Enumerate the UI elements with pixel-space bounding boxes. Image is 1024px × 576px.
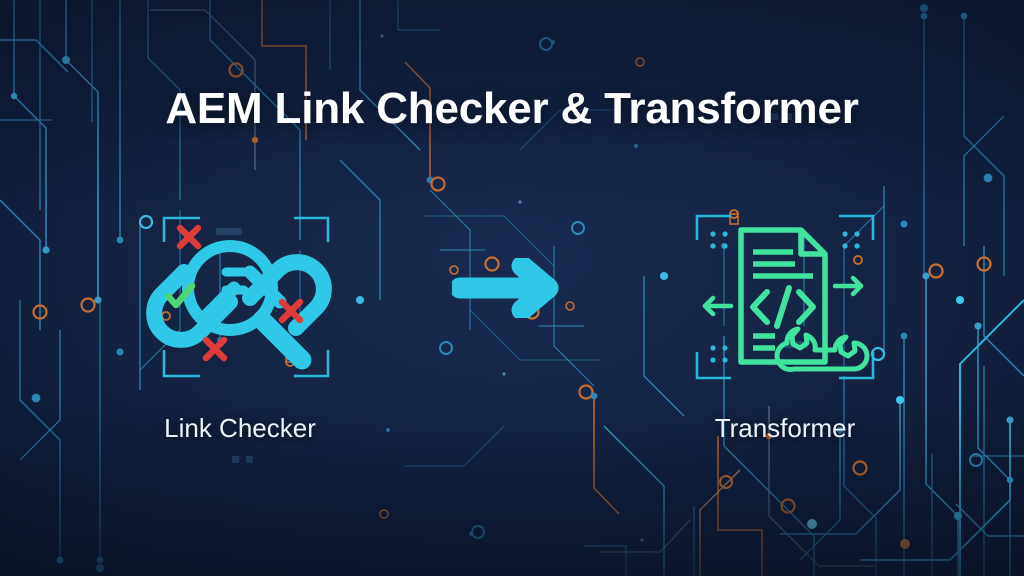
arrow-right-icon	[449, 255, 559, 321]
dot-grid-top-right	[842, 231, 860, 249]
magnifier-inner-glyph	[221, 267, 249, 295]
dot-grid-top-left	[710, 231, 728, 249]
corner-bracket-frame	[162, 216, 330, 378]
code-glyph	[750, 285, 816, 329]
corner-bracket-frame	[695, 214, 875, 380]
document-text-lines	[753, 249, 813, 279]
check-mark	[164, 282, 196, 309]
link-checker-block: Link Checker	[130, 210, 350, 444]
arrow-right-icon	[832, 275, 864, 297]
cross-mark-bottom	[202, 336, 228, 362]
cross-mark-top	[176, 224, 202, 250]
document-shape	[738, 227, 828, 365]
flow-arrow	[449, 255, 572, 323]
magnifier-broken-link-icon	[146, 216, 332, 378]
transformer-block: Transformer	[675, 210, 895, 444]
page-title: AEM Link Checker & Transformer	[165, 84, 859, 133]
document-fold	[798, 230, 825, 257]
transformer-icon-frame	[675, 210, 895, 385]
transformer-caption: Transformer	[714, 413, 856, 443]
link-checker-caption: Link Checker	[164, 413, 316, 443]
document-bottom-lines	[753, 333, 775, 351]
dot-grid-bottom-left	[710, 345, 728, 363]
wrench-icon	[774, 326, 870, 372]
cross-mark-right	[278, 298, 304, 324]
arrow-left-icon	[702, 295, 734, 317]
broken-chain-link	[146, 254, 332, 348]
code-document-wrench-icon	[695, 214, 875, 380]
link-checker-icon-frame	[130, 210, 350, 385]
magnifier-handle	[252, 310, 312, 370]
